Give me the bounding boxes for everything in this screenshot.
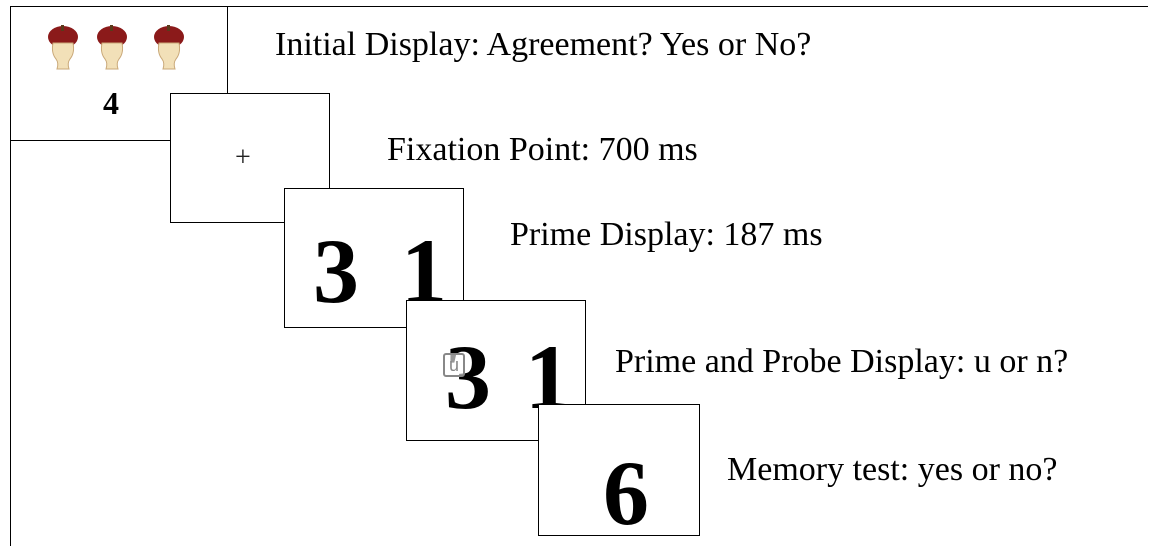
initial-display-panel: 4 [10,6,228,141]
probe-letter: u [443,353,465,377]
diagram-frame [10,6,1148,546]
prime-probe-panel: 3 1 u [406,300,586,441]
prime-probe-caption: Prime and Probe Display: u or n? [615,343,1069,380]
initial-display-caption: Initial Display: Agreement? Yes or No? [275,26,812,63]
fixation-caption: Fixation Point: 700 ms [387,131,698,168]
apple-core-icon [48,25,78,70]
prime-digit-left: 3 [313,220,359,322]
apple-core-icon [154,25,184,70]
memory-test-panel: 6 [538,404,700,544]
fixation-cross: + [235,142,251,173]
apple-core-icon [97,25,127,70]
memory-test-caption: Memory test: yes or no? [727,451,1058,488]
memory-digit: 6 [603,442,649,544]
count-number: 4 [103,85,119,121]
prime-display-caption: Prime Display: 187 ms [510,216,823,253]
probe-digit-left: 3 [445,326,491,428]
